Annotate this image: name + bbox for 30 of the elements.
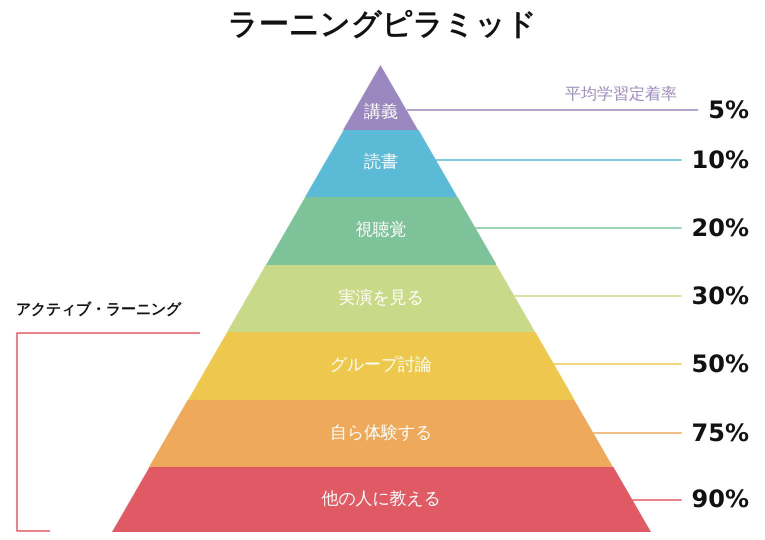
pyramid-band [112,467,650,532]
pyramid-band [149,400,613,467]
band-label: 自ら体験する [330,422,432,444]
percentage-value: 20% [692,214,749,242]
percentage-value: 30% [692,282,749,310]
band-label: 読書 [364,151,398,173]
band-label: 視聴覚 [355,219,406,241]
pyramid-band [304,130,458,197]
diagram-title: ラーニングピラミッド [227,6,538,44]
percentage-value: 10% [692,146,749,174]
leader-line [475,227,682,229]
percentage-value: 50% [692,350,749,378]
percentage-value: 75% [692,419,749,447]
band-label: 講義 [364,101,398,123]
leader-line [514,295,682,297]
group-label: アクティブ・ラーニング [16,300,181,319]
pyramid-band [266,197,496,265]
leader-line [632,499,682,501]
leader-line [554,363,682,365]
column-heading: 平均学習定着率 [565,84,677,105]
band-label: グループ討論 [330,354,432,376]
leader-line [593,432,682,434]
band-label: 実演を見る [338,287,424,309]
percentage-value: 5% [708,96,749,124]
pyramid-band [226,265,536,332]
percentage-value: 90% [692,485,749,513]
leader-line [436,159,682,161]
pyramid-band [188,332,574,400]
leader-line [406,109,698,111]
band-label: 他の人に教える [322,488,440,510]
